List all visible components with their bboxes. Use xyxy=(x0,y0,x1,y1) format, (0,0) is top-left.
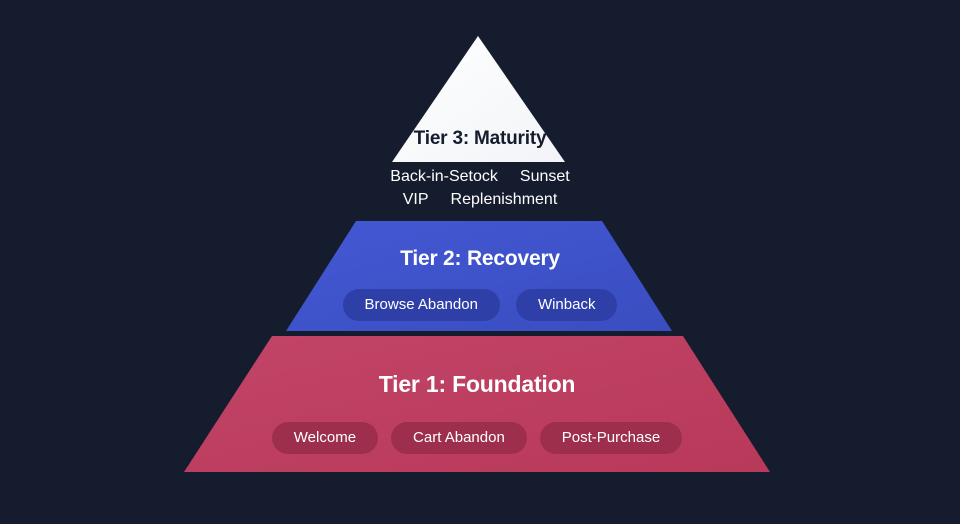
tier-1-tag-welcome[interactable]: Welcome xyxy=(271,422,379,454)
tier-1-title: Tier 1: Foundation xyxy=(378,371,576,397)
tier-3-tag-vip[interactable]: VIP xyxy=(402,191,429,208)
tier-2-tag-winback[interactable]: Winback xyxy=(515,289,618,321)
tier-2-tag-list: Browse Abandon Winback xyxy=(320,289,640,321)
tier-1-tag-post-purchase[interactable]: Post-Purchase xyxy=(539,422,683,454)
tier-2-title: Tier 2: Recovery xyxy=(400,247,560,270)
tier-3-tag-sunset[interactable]: Sunset xyxy=(519,168,570,185)
tier-3-title: Tier 3: Maturity xyxy=(413,128,547,149)
tier-1-tag-list: Welcome Cart Abandon Post-Purchase xyxy=(227,422,727,454)
tier-3-tag-replenishment[interactable]: Replenishment xyxy=(450,191,558,208)
tier-3-tag-list: Back-in-Setock Sunset VIP Replenishment xyxy=(330,168,630,214)
tier-3-layer: Tier 3: Maturity xyxy=(380,30,580,166)
tier-3-tag-row: Back-in-Setock Sunset xyxy=(330,168,630,186)
tier-3-tag-row: VIP Replenishment xyxy=(330,191,630,209)
tier-1-tag-cart-abandon[interactable]: Cart Abandon xyxy=(391,422,527,454)
tier-2-tag-browse-abandon[interactable]: Browse Abandon xyxy=(342,289,500,321)
tier-2-layer: Tier 2: Recovery Browse Abandon Winback xyxy=(280,220,680,332)
tier-3-tag-back-in-stock[interactable]: Back-in-Setock xyxy=(390,168,498,185)
tier-1-layer: Tier 1: Foundation Welcome Cart Abandon … xyxy=(184,335,770,473)
